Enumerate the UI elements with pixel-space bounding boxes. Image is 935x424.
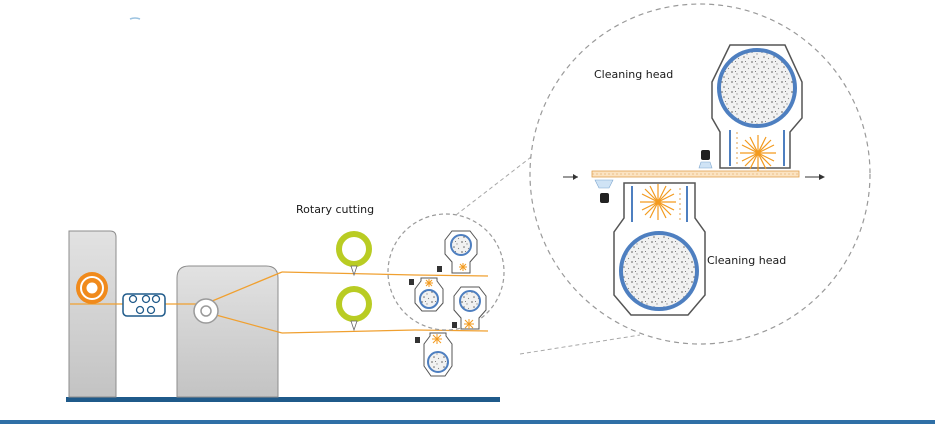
brush-burst-icon <box>740 135 776 171</box>
guide-rollers-icon <box>122 293 166 317</box>
cleaning-head-icon <box>613 182 706 316</box>
decorative-mark <box>129 17 141 20</box>
brush-burst-icon <box>464 319 474 329</box>
vacuum-nozzle-icon <box>409 279 414 285</box>
floor-line <box>66 397 500 402</box>
rotary-cutter-icon <box>336 231 372 277</box>
vacuum-nozzle-icon <box>698 150 713 169</box>
vacuum-nozzle-icon <box>452 322 457 328</box>
cutting-machine-body <box>176 265 279 398</box>
rotary-cutter-icon <box>336 286 372 332</box>
brush-burst-icon <box>432 334 442 344</box>
brush-burst-icon <box>640 184 676 220</box>
cleaning-head-icon <box>444 230 478 274</box>
vacuum-nozzle-icon <box>594 179 614 203</box>
cleaning-head-icon <box>711 44 803 169</box>
cleaning-head-icon <box>423 332 453 377</box>
rotary-cutting-label: Rotary cutting <box>296 203 375 216</box>
web-detail <box>563 170 825 180</box>
web-direction-arrow-icon <box>819 174 825 180</box>
vacuum-nozzle-icon <box>415 337 420 343</box>
cleaning-head-label-bottom: Cleaning head <box>707 254 787 267</box>
brush-burst-icon <box>425 279 433 287</box>
web-direction-arrow-icon <box>573 174 578 180</box>
unwind-roll-icon <box>76 272 108 304</box>
cleaning-head-icon <box>453 286 487 330</box>
unwind-machine <box>68 230 117 398</box>
page-bottom-rule <box>0 420 935 424</box>
cleaning-head-icon <box>414 277 444 312</box>
vacuum-nozzle-icon <box>437 266 442 272</box>
brush-burst-icon <box>459 263 467 271</box>
cleaning-head-label-top: Cleaning head <box>594 68 674 81</box>
detail-circle-small <box>387 213 505 331</box>
idler-roller-icon <box>193 298 219 324</box>
